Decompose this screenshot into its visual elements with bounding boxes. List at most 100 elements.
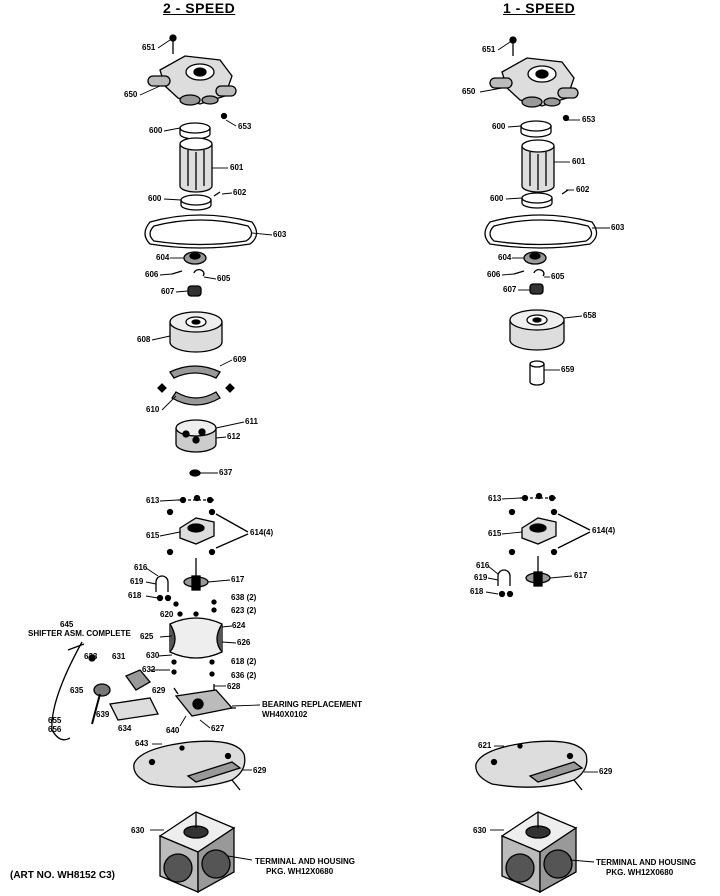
bushing-659-right [529, 360, 545, 386]
washer-606-left [171, 270, 183, 275]
label-611-left: 611 [245, 417, 258, 426]
label-651-right: 651 [482, 45, 496, 54]
label-619-left: 619 [130, 577, 144, 586]
washers-cluster-left [171, 659, 215, 677]
label-600b-right: 600 [490, 194, 504, 203]
label-643-left: 643 [135, 739, 149, 748]
clip-605-right [533, 269, 545, 277]
screw-651-right [509, 36, 517, 56]
label-656-left: 656 [48, 725, 62, 734]
clutch-608-left [169, 311, 223, 353]
label-601-left: 601 [230, 163, 244, 172]
shifter-asm-left [88, 654, 159, 725]
label-650-right: 650 [462, 87, 476, 96]
label-608-left: 608 [137, 335, 151, 344]
clip-605-left [193, 269, 205, 277]
shifter-number: 645 [60, 620, 74, 629]
terminal-housing-title-right: TERMINAL AND HOUSING [596, 858, 696, 867]
shifter-assembly-note: SHIFTER ASM. COMPLETE [28, 629, 131, 638]
label-653-left: 653 [238, 122, 252, 131]
label-639-left: 639 [96, 710, 110, 719]
label-617-right: 617 [574, 571, 588, 580]
label-630-right: 630 [473, 826, 487, 835]
pulley-658-right [509, 309, 565, 351]
label-607-right: 607 [503, 285, 517, 294]
label-600b-left: 600 [148, 194, 162, 203]
label-658-right: 658 [583, 311, 597, 320]
hub-612-left [175, 419, 217, 453]
label-606-right: 606 [487, 270, 501, 279]
screw-602-right [561, 189, 569, 195]
label-613-right: 613 [488, 494, 502, 503]
clamp-600-top-left [179, 122, 211, 140]
clamp-600-bottom-right [521, 192, 553, 209]
label-633-left: 633 [84, 652, 98, 661]
guide-615-left [166, 508, 216, 556]
parts-cluster-left [173, 599, 217, 617]
label-650-left: 650 [124, 90, 138, 99]
label-640-left: 640 [166, 726, 180, 735]
clamp-600-bottom-left [180, 194, 212, 211]
plate-613-right [520, 492, 556, 502]
belt-603-right [484, 214, 598, 249]
belt-603-left [144, 214, 258, 249]
art-number: (ART NO. WH8152 C3) [10, 870, 116, 881]
washer-606-right [513, 270, 525, 275]
terminal-housing-part-right: PKG. WH12X0680 [606, 868, 674, 877]
ball-618-left [156, 594, 172, 602]
label-629-left: 629 [152, 686, 166, 695]
label-610-left: 610 [146, 405, 160, 414]
label-638-left: 638 (2) [231, 593, 257, 602]
label-615-right: 615 [488, 529, 502, 538]
brake-610-left [157, 383, 235, 406]
pulley-604-right [523, 251, 547, 265]
motor-630-left [158, 811, 236, 894]
label-651-left: 651 [142, 43, 156, 52]
spring-637-left [189, 469, 201, 477]
label-631-left: 631 [112, 652, 126, 661]
clip-619-left [155, 575, 169, 592]
label-627-left: 627 [211, 724, 225, 733]
leaders-left [139, 39, 273, 861]
label-614-left: 614(4) [250, 528, 274, 537]
label-635-left: 635 [70, 686, 84, 695]
cam-626-left [169, 617, 223, 659]
label-653-right: 653 [582, 115, 596, 124]
label-604-left: 604 [156, 253, 170, 262]
label-607-left: 607 [161, 287, 175, 296]
label-624-left: 624 [232, 621, 246, 630]
label-612-left: 612 [227, 432, 241, 441]
label-602-right: 602 [576, 185, 590, 194]
two-speed-header: 2 - SPEED [163, 0, 236, 16]
label-618-left: 618 [128, 591, 142, 600]
label-605-right: 605 [551, 272, 565, 281]
label-659-right: 659 [561, 365, 575, 374]
pump-650-right [489, 57, 579, 108]
screw-653-left [220, 112, 228, 120]
label-601-right: 601 [572, 157, 586, 166]
label-600a-right: 600 [492, 122, 506, 131]
label-603-left: 603 [273, 230, 287, 239]
pump-650-left [147, 55, 237, 106]
label-621-right: 621 [478, 741, 492, 750]
label-616-right: 616 [476, 561, 490, 570]
label-602-left: 602 [233, 188, 247, 197]
label-605-left: 605 [217, 274, 231, 283]
label-625-left: 625 [140, 632, 154, 641]
ball-618-right [498, 590, 514, 598]
label-632-left: 632 [142, 665, 156, 674]
label-634-left: 634 [118, 724, 132, 733]
label-615-left: 615 [146, 531, 160, 540]
nut-607-right [529, 283, 544, 295]
hose-601-right [521, 139, 555, 193]
leaders-right [479, 41, 610, 863]
screw-653-right [562, 114, 570, 122]
label-655-left: 655 [48, 716, 62, 725]
screw-602-left [213, 191, 221, 197]
terminal-housing-part-left: PKG. WH12X0680 [266, 867, 334, 876]
label-609-left: 609 [233, 355, 247, 364]
label-637-left: 637 [219, 468, 233, 477]
clamp-600-top-right [520, 120, 552, 138]
bearing-plate-628-left [173, 684, 236, 717]
